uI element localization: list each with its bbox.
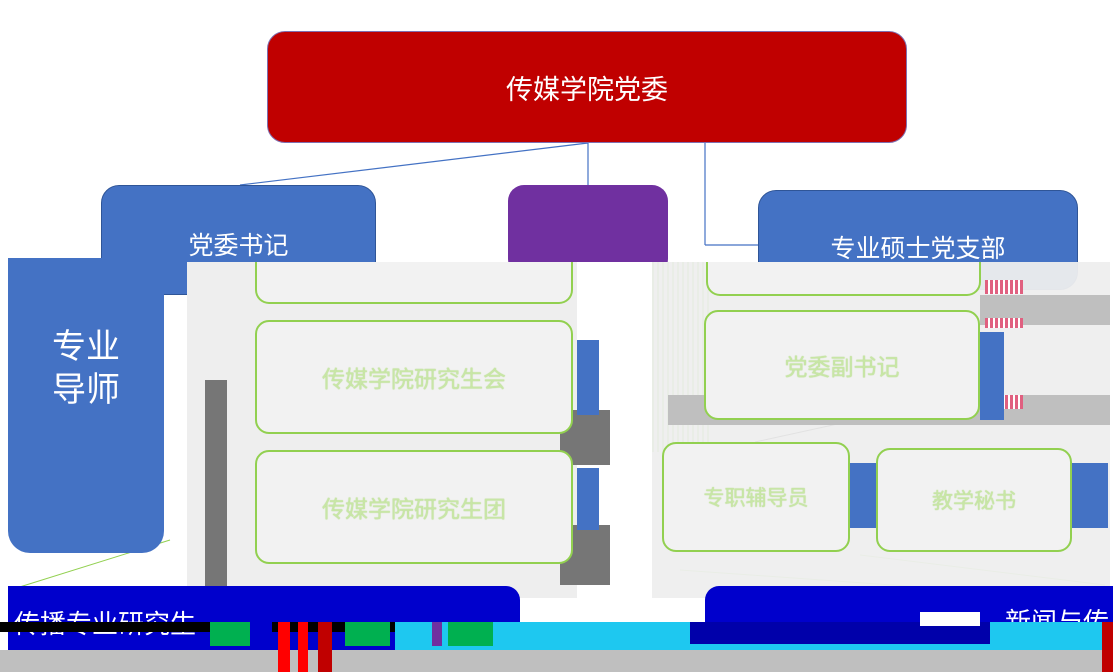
counselor-node: 专职辅导员 [662,442,850,552]
glitch-navy-2 [690,622,990,644]
overlay-blue-bar-1 [577,340,599,415]
masters-branch-label: 专业硕士党支部 [830,234,1006,263]
overlay-blue-bar-4 [848,463,876,528]
overlay-blue-bar-3 [980,332,1004,420]
glitch-green-1 [210,622,250,646]
glitch-white-1 [920,612,980,626]
glitch-green-2 [345,622,390,646]
glitch-band-gray-left [0,650,395,672]
glitch-purple-1 [432,622,442,646]
graduate-union-label: 传媒学院研究生会 [322,367,506,393]
glitch-red-1 [278,622,290,672]
overlay-pink-2 [985,318,1023,328]
overlay-blue-bar-5 [1072,463,1108,528]
root-label: 传媒学院党委 [506,74,668,106]
glitch-red-3 [318,622,332,672]
academic-secretary-node: 教学秘书 [876,448,1072,552]
overlay-pink-1 [985,280,1023,294]
deputy-secretary-label: 党委副书记 [784,355,900,381]
glitch-green-3 [448,622,493,646]
connector-root-secretary [239,142,589,186]
mentor-label: 专业 导师 [52,327,120,410]
overlay-dark-left [205,380,227,590]
counselor-label: 专职辅导员 [703,486,809,510]
glitch-navy-1 [250,622,272,646]
root-node: 传媒学院党委 [267,31,907,143]
graduate-league-node: 传媒学院研究生团 [255,450,573,564]
graduate-league-label: 传媒学院研究生团 [322,497,506,523]
partial-node-top-left [255,262,573,304]
graduate-union-node: 传媒学院研究生会 [255,320,573,434]
glitch-band-gray [395,650,1113,672]
deputy-secretary-node: 党委副书记 [704,310,980,420]
purple-node [508,185,668,275]
overlay-blue-bar-2 [577,468,599,530]
glitch-red-4 [1102,622,1113,672]
secretary-label: 党委书记 [188,231,289,260]
mentor-node: 专业 导师 [8,258,164,553]
partial-node-top-right [706,262,981,296]
academic-secretary-label: 教学秘书 [932,489,1016,513]
glitch-red-2 [298,622,308,672]
